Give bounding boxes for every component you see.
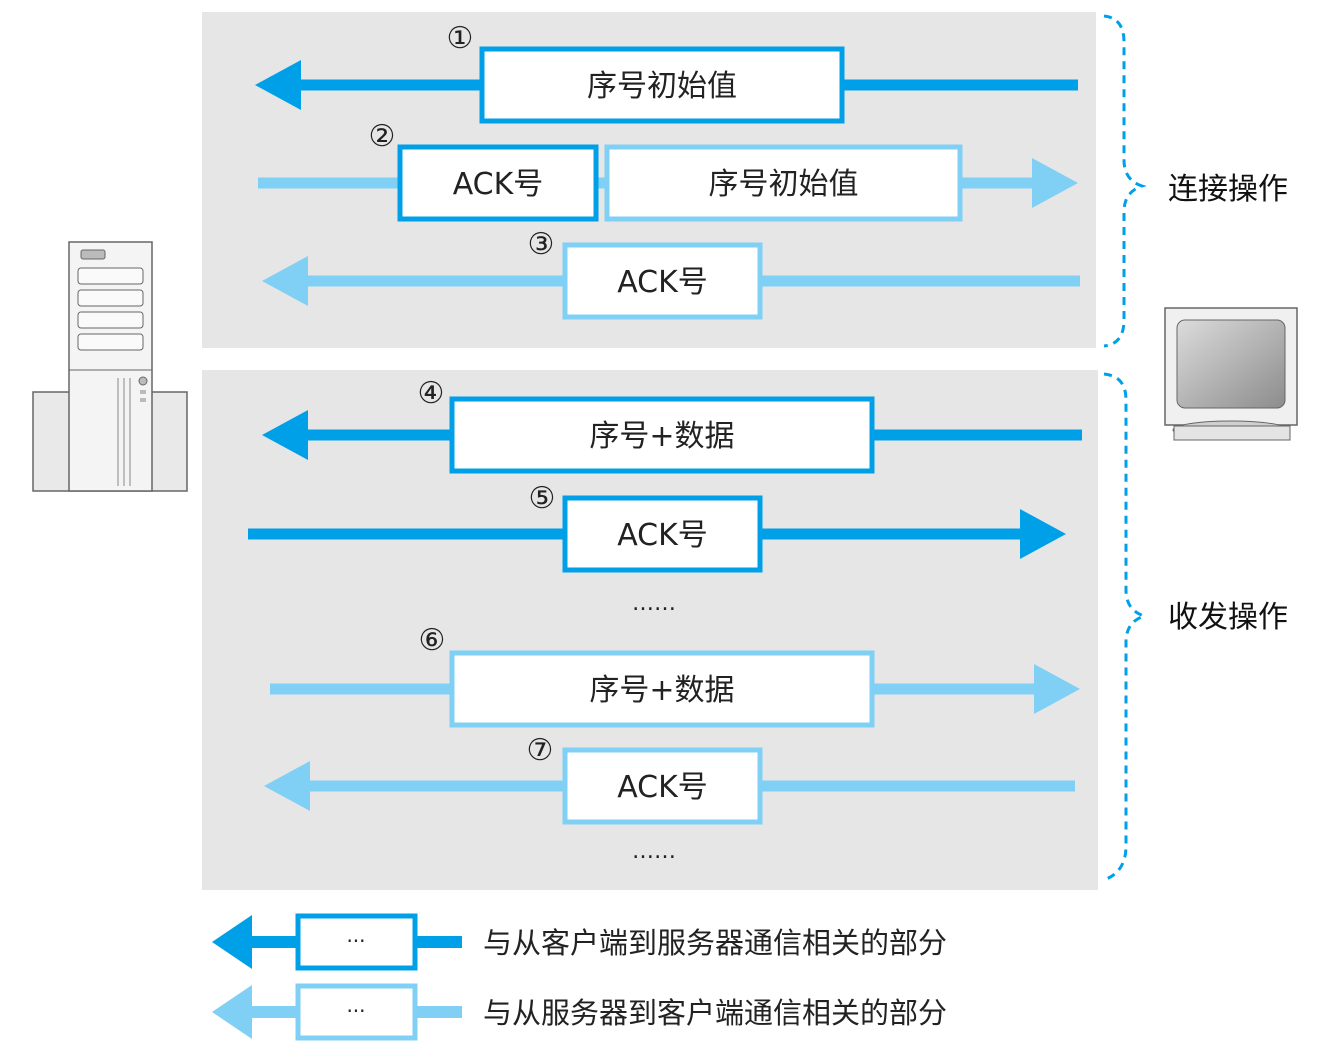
legend-box [295, 913, 418, 971]
step-number: ⑦ [527, 733, 554, 768]
message-box-label: ACK号 [617, 265, 708, 300]
legend-text: 与从服务器到客户端通信相关的部分 [483, 996, 947, 1030]
ellipsis-2: …… [632, 839, 676, 864]
message-2: ACK号 序号初始值 ② [258, 119, 1078, 222]
message-box-label: 序号初始值 [587, 69, 737, 104]
client-monitor-icon [1164, 307, 1298, 441]
message-box-label: 序号+数据 [589, 673, 734, 708]
step-number: ⑤ [529, 481, 556, 516]
message-box [397, 144, 599, 222]
step-number: ③ [528, 227, 555, 262]
step-number: ① [447, 21, 474, 56]
step-number: ④ [418, 376, 445, 411]
message-6: 序号+数据 ⑥ [270, 623, 1080, 728]
message-box-label: ACK号 [617, 518, 708, 553]
legend-arrow-head [212, 985, 252, 1039]
section-label-connect: 连接操作 [1168, 172, 1288, 207]
step-number: ② [369, 119, 396, 154]
message-box [449, 396, 875, 474]
section-label-transfer: 收发操作 [1168, 600, 1288, 635]
arrow-head-right [1034, 664, 1080, 714]
step-number: ⑥ [419, 623, 446, 658]
arrow-head-left [262, 256, 308, 306]
message-box-label: 序号初始值 [709, 167, 859, 202]
transfer-brace [1103, 372, 1149, 882]
message-3: ACK号 ③ [262, 227, 1080, 320]
legend-box [295, 983, 418, 1041]
message-box [562, 495, 763, 573]
message-5: ACK号 ⑤ [248, 481, 1066, 573]
arrow-head-left [262, 410, 308, 460]
legend: ··· 与从客户端到服务器通信相关的部分 ··· 与从服务器到客户端通信相关的部分 [212, 913, 947, 1041]
legend-item-client: ··· 与从客户端到服务器通信相关的部分 [212, 913, 947, 971]
arrow-head-left [255, 60, 301, 110]
connect-brace [1103, 14, 1147, 348]
server-tower-icon [32, 241, 188, 492]
arrow-head-left [264, 761, 310, 811]
legend-text: 与从客户端到服务器通信相关的部分 [483, 926, 947, 960]
message-box [562, 242, 763, 320]
arrow-head-right [1020, 509, 1066, 559]
message-box [449, 650, 875, 728]
message-1: 序号初始值 ① [255, 21, 1078, 124]
legend-box-label: ··· [346, 929, 365, 953]
legend-box-label: ··· [346, 999, 365, 1023]
message-4: 序号+数据 ④ [262, 376, 1082, 474]
message-box-label: 序号+数据 [589, 419, 734, 454]
message-box-label: ACK号 [617, 770, 708, 805]
message-box [479, 46, 845, 124]
messages-layer: 序号初始值 ① ACK号 序号初始值 ② ACK号 ③ 序号+数据 ④ ACK号 ⑤ 序号+数据 ⑥ AC… [248, 21, 1082, 825]
message-box [562, 747, 763, 825]
arrow-head-right [1032, 158, 1078, 208]
message-box [604, 144, 963, 222]
legend-arrow-head [212, 915, 252, 969]
message-box-label: ACK号 [453, 167, 544, 202]
message-7: ACK号 ⑦ [264, 733, 1075, 825]
ellipsis-1: …… [632, 591, 676, 616]
legend-item-server: ··· 与从服务器到客户端通信相关的部分 [212, 983, 947, 1041]
